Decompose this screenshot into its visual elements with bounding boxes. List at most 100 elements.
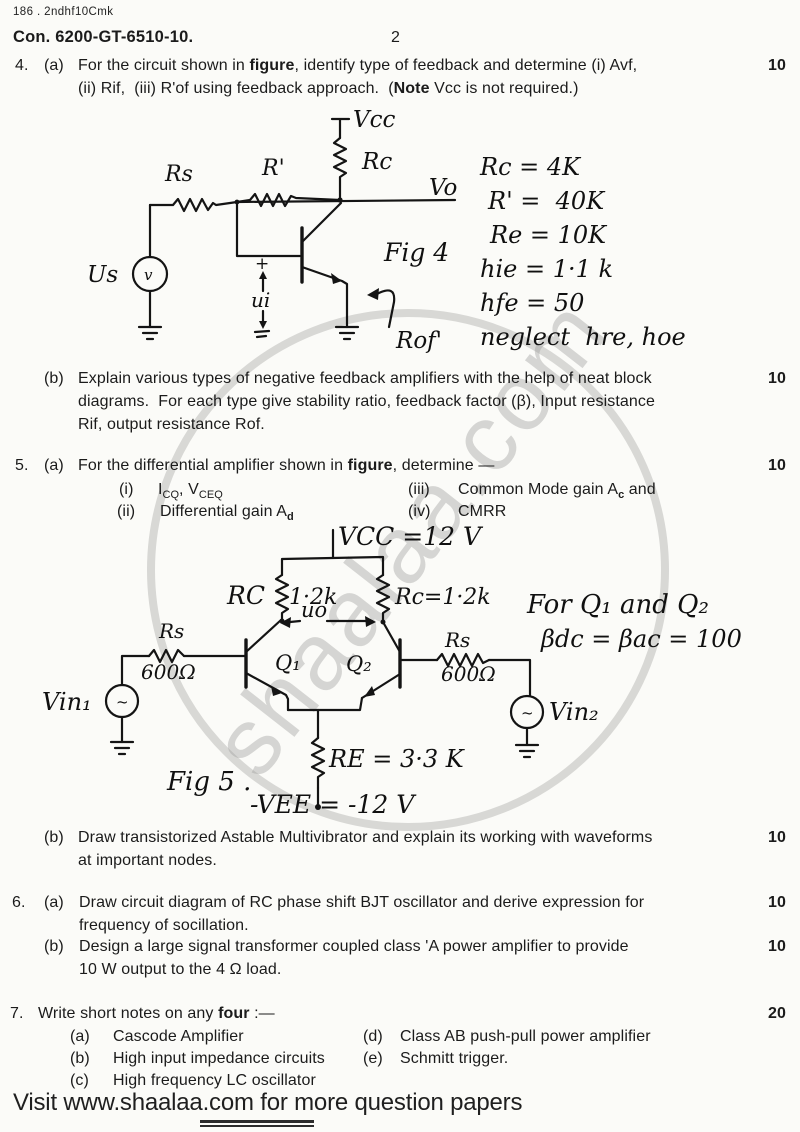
fig4-given-values: Rc = 4K R' = 40K Re = 10K hie = 1·1 k hf… (480, 150, 686, 354)
q5-number: 5. (15, 457, 29, 474)
resistor-rs-left (147, 648, 186, 664)
q2-collector (381, 620, 402, 654)
q4a-marks: 10 (768, 57, 786, 74)
item-iii-and: and (624, 481, 656, 498)
given-hie: hie = 1·1 k (480, 255, 614, 283)
given-rc: Rc = 4K (480, 153, 581, 181)
fig4-label-vo: Vo (429, 175, 457, 201)
fig5-label-q1: Q₁ (275, 651, 301, 675)
q6a-label: (a) (44, 894, 64, 911)
q6-number: 6. (12, 894, 26, 911)
resistor-rc (332, 136, 348, 202)
ui-minus-marks (253, 329, 271, 339)
fig5-label-q2: Q₂ (346, 652, 372, 676)
uo-arrowhead-right (365, 616, 376, 627)
fig5-label-vin2: Vin₂ (549, 698, 599, 726)
transistor-emitter (300, 265, 349, 329)
node-dot-left-collector (279, 618, 285, 624)
q5a-intro: For the differential amplifier shown in … (78, 457, 494, 475)
q5a-item-iii: Common Mode gain Ac and (458, 481, 656, 501)
vee-blob (315, 804, 321, 810)
q6b-line1: Design a large signal transformer couple… (79, 938, 629, 955)
doc-code: 186 . 2ndhf10Cmk (13, 6, 114, 18)
fig4-label-rs: Rs (164, 162, 193, 187)
q5a-item-iv: CMRR (458, 503, 507, 520)
item-iii-sub-c: c (618, 489, 625, 502)
fig4-label-ui: ui (251, 288, 270, 312)
q5a-intro-bold: figure (347, 457, 393, 474)
vcc-terminal (330, 117, 351, 140)
top-rail (280, 555, 385, 577)
ground-vin1 (109, 740, 135, 756)
q7-item-d-label: (d) (363, 1028, 383, 1045)
resistor-rs-right (435, 652, 491, 668)
fig5-label-uo: uo (301, 598, 327, 622)
transistor-collector (300, 201, 343, 244)
item-iii-text: Common Mode gain A (458, 481, 619, 498)
q7-item-b-text: High input impedance circuits (113, 1050, 325, 1067)
emitter-rail (286, 696, 364, 712)
q7-marks: 20 (768, 1005, 786, 1022)
given-r-prime: R' = 40K (488, 187, 605, 215)
q7-title: Write short notes on any four :— (38, 1005, 275, 1023)
q4a-line2-post: Vcc is not required.) (429, 80, 579, 97)
node-dot-right-collector (380, 619, 386, 625)
footer-underline (200, 1120, 314, 1127)
node-dot-input (234, 199, 240, 205)
fig4-label-rc: Rc (361, 149, 392, 175)
q7-title-post: :— (249, 1005, 275, 1022)
uo-arrowhead-left (280, 617, 291, 628)
q4a-line2-pre: (ii) Rif, (iii) R'of using feedback appr… (78, 80, 394, 97)
q7-item-e-text: Schmitt trigger. (400, 1050, 509, 1067)
resistor-r-prime (235, 192, 342, 208)
q7-number: 7. (10, 1005, 24, 1022)
q5a-item-ii: Differential gain Ad (160, 503, 294, 523)
q6a-line1: Draw circuit diagram of RC phase shift B… (79, 894, 645, 911)
q5a-intro-pre: For the differential amplifier shown in (78, 457, 348, 474)
output-wire-vo (235, 198, 457, 204)
page-number: 2 (391, 29, 400, 46)
item-i-sub-cq: CQ (162, 489, 180, 502)
q5b-marks: 10 (768, 829, 786, 846)
q2-emitter-arrowhead (364, 686, 375, 697)
q5a-label: (a) (44, 457, 64, 474)
item-i-V: , V (179, 481, 199, 498)
resistor-rc-right (375, 573, 391, 623)
q1-collector (244, 618, 283, 654)
fig4-label-r-prime: R' (261, 156, 285, 181)
q5a-item-i: ICQ, VCEQ (158, 481, 223, 501)
fig5-caption: Fig 5 . (166, 767, 251, 797)
q4b-marks: 10 (768, 370, 786, 387)
q7-item-a-label: (a) (70, 1028, 90, 1045)
fig5-label-vee: -VEE = -12 V (250, 790, 417, 819)
fig4-source-glyph: v (144, 266, 153, 284)
q4a-line1-post: , identify type of feedback and determin… (294, 57, 638, 74)
fig4-label-vcc: Vcc (353, 107, 395, 133)
ground-us (137, 325, 163, 341)
rof-arrowhead (367, 288, 379, 300)
q4-number: 4. (15, 57, 29, 74)
item-i-I: I (158, 481, 163, 498)
ui-arrowhead-down (259, 321, 267, 329)
q5a-item-ii-label: (ii) (117, 503, 136, 520)
q4a-line1-pre: For the circuit shown in (78, 57, 250, 74)
fig5-label-rs-left: Rs (158, 619, 184, 643)
given-hfe: hfe = 50 (480, 289, 585, 317)
ui-arrowhead-up (259, 271, 267, 279)
q5a-marks: 10 (768, 457, 786, 474)
fig5-value-rs-right: 600Ω (441, 662, 496, 686)
uo-line-left (288, 619, 302, 624)
q6b-label: (b) (44, 938, 64, 955)
fig5-note-line2: βdc = βac = 100 (540, 625, 742, 653)
q5b-line2: at important nodes. (78, 852, 217, 869)
fig5-label-rc-left: RC (226, 581, 265, 610)
resistor-re (310, 736, 326, 790)
q5a-item-i-label: (i) (119, 481, 134, 498)
fig5-label-re: RE = 3·3 K (328, 745, 466, 773)
resistor-rs (148, 197, 239, 213)
q4b-label: (b) (44, 370, 64, 387)
q7-item-b-label: (b) (70, 1050, 90, 1067)
q5b-label: (b) (44, 829, 64, 846)
